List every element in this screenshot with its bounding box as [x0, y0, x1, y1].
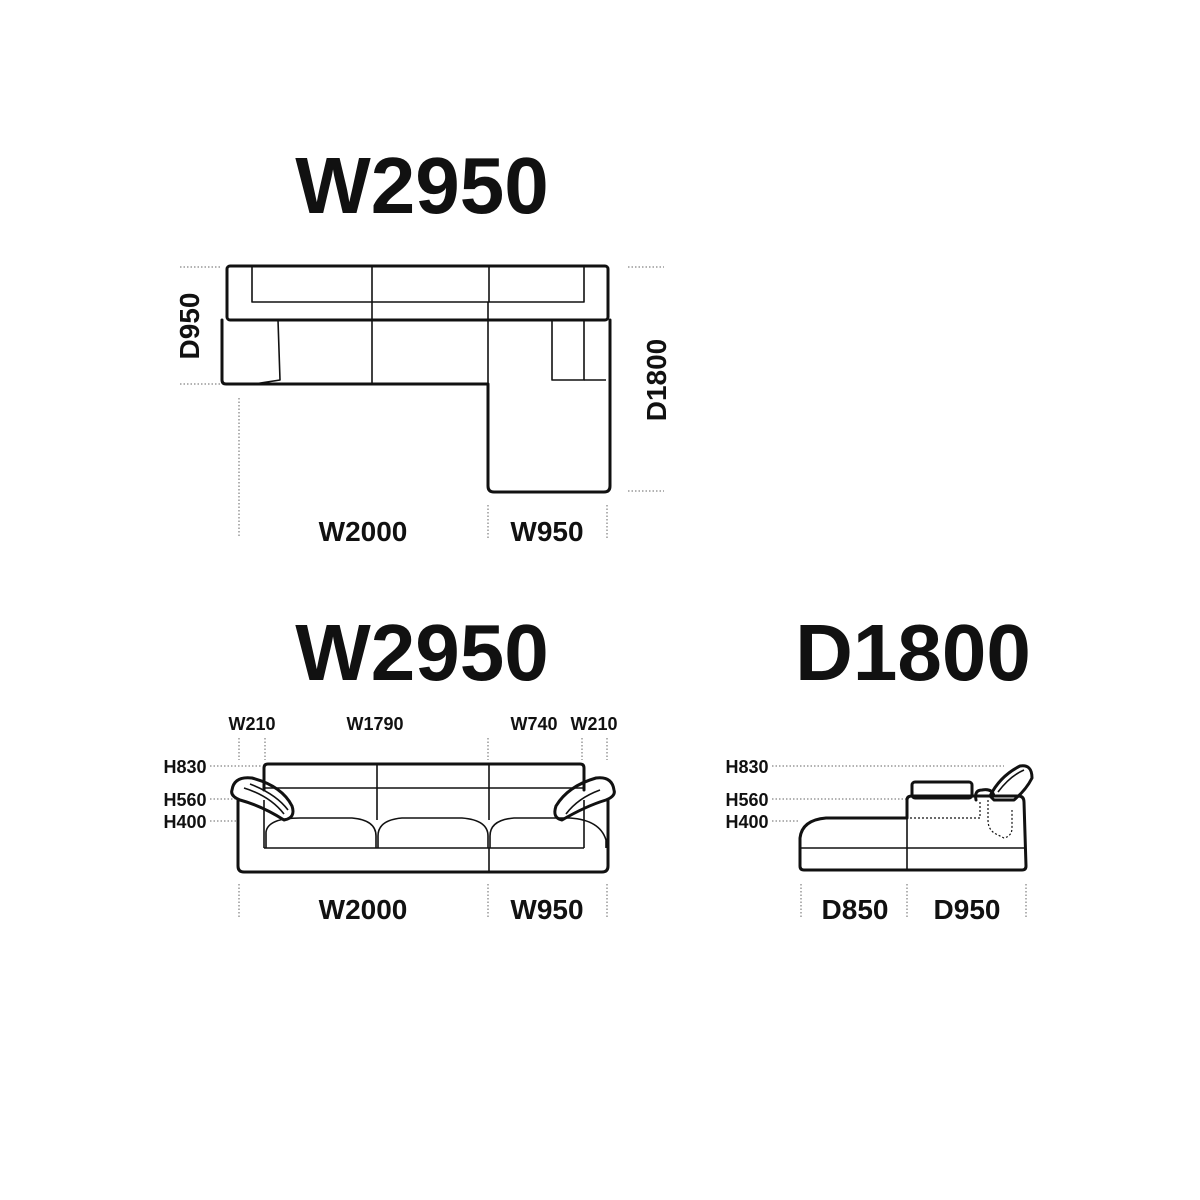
plan-view: W2950 D950 D1800 W [174, 141, 672, 547]
front-arm-left-label: W210 [228, 714, 275, 734]
front-arm-right-label: W210 [570, 714, 617, 734]
front-seat-label: W1790 [346, 714, 403, 734]
front-width-main-label: W2000 [319, 894, 408, 925]
plan-depth-label: D950 [174, 293, 205, 360]
side-d950-label: D950 [934, 894, 1001, 925]
front-h560-label: H560 [163, 790, 206, 810]
side-h830-label: H830 [725, 757, 768, 777]
side-d850-label: D850 [822, 894, 889, 925]
front-view: W2950 W210 W1790 W740 W210 H830 H560 H40… [163, 608, 617, 925]
side-h560-label: H560 [725, 790, 768, 810]
front-sofa-outline [230, 762, 616, 874]
front-title: W2950 [295, 608, 548, 697]
side-title: D1800 [795, 608, 1031, 697]
side-view: D1800 H830 H560 H400 D850 D950 [725, 608, 1034, 925]
front-h830-label: H830 [163, 757, 206, 777]
plan-width-main-label: W2000 [319, 516, 408, 547]
plan-title: W2950 [295, 141, 548, 230]
front-width-chaise-label: W950 [510, 894, 583, 925]
side-h400-label: H400 [725, 812, 768, 832]
plan-total-depth-label: D1800 [641, 339, 672, 422]
side-sofa-outline [798, 764, 1034, 872]
plan-width-chaise-label: W950 [510, 516, 583, 547]
front-back-label: W740 [510, 714, 557, 734]
plan-sofa-outline [220, 264, 612, 494]
front-h400-label: H400 [163, 812, 206, 832]
